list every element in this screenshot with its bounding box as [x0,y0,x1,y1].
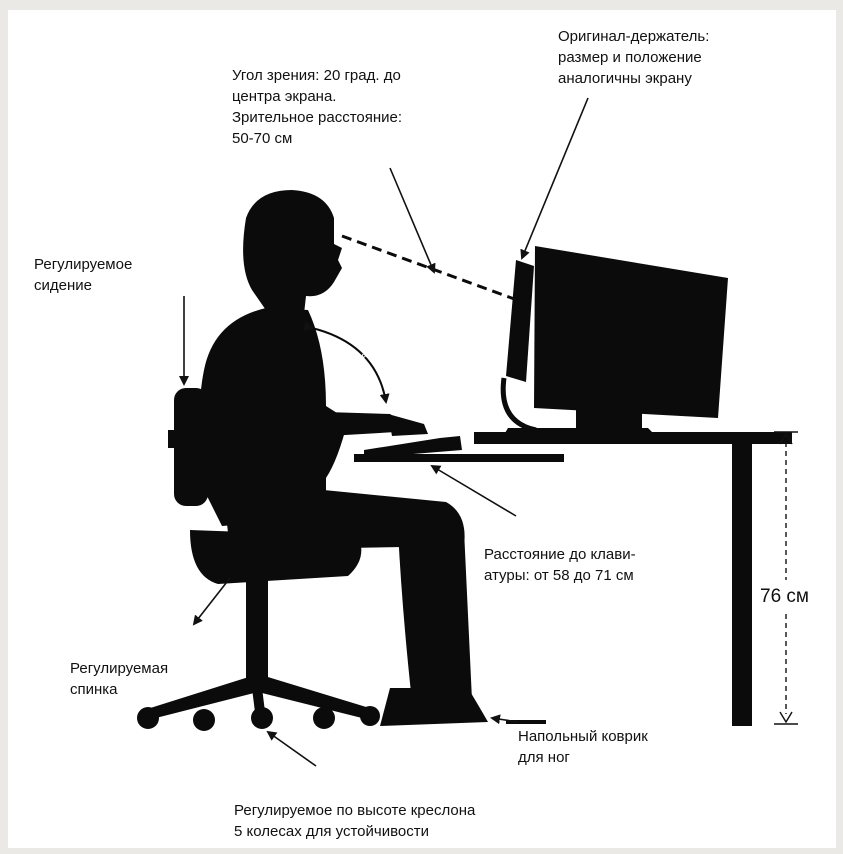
elbow-angle-arc [303,321,390,404]
footrest-mat [506,720,546,724]
document-holder-label: Оригинал-держатель: размер и положение а… [558,28,710,87]
viewing-angle-label: Угол зрения: 20 град. до центра экрана. … [232,67,403,147]
desk-height-dimension [774,431,798,725]
desk-height-label: 76 см [760,586,809,607]
elbow-angle-label: 90° [348,351,367,365]
monitor [502,246,728,438]
ergonomics-illustration [137,97,798,767]
adjustable-back-label: Регулируемая спинка [70,660,169,698]
keyboard [364,436,462,458]
sight-line [341,234,529,306]
adjustable-seat-label: Регулируемое сидение [34,256,133,294]
document-holder [500,260,537,433]
footrest-label: Напольный коврик для ног [518,728,648,766]
pointer-arrows [179,97,589,767]
diagram-sheet: Угол зрения: 20 град. до центра экрана. … [8,10,836,848]
chair-base-label: Регулируемое по высоте креслона 5 колеса… [234,802,476,840]
keyboard-distance-label: Расстояние до клави- атуры: от 58 до 71 … [484,546,636,584]
